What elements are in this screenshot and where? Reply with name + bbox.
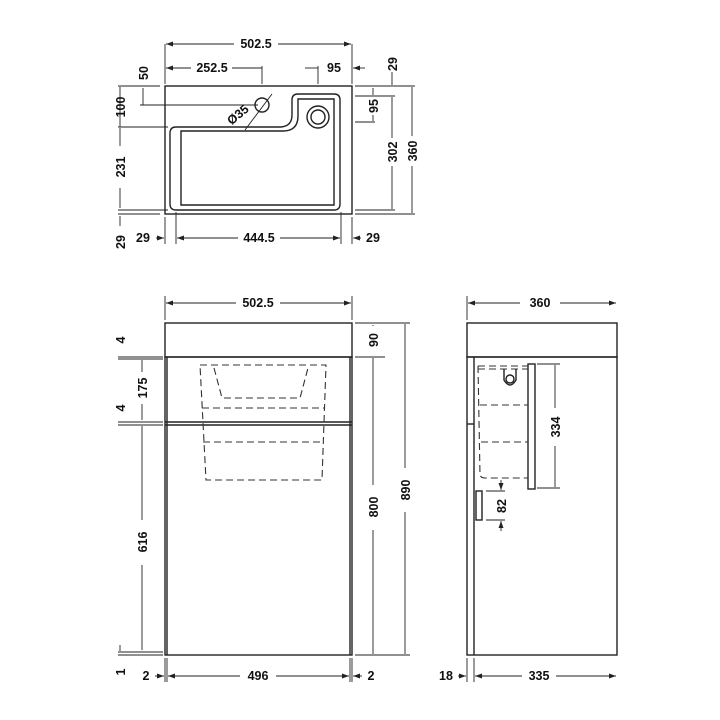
countertop	[164, 322, 353, 358]
dim-drawer-height: 175	[136, 378, 150, 399]
dim-gap-top: 4	[114, 336, 128, 343]
dim-inner-width: 444.5	[243, 231, 274, 245]
drain-icon	[306, 105, 330, 129]
dim-right-rim: 29	[366, 231, 380, 245]
dim-door-width: 496	[248, 669, 269, 683]
dim-side-depth: 360	[530, 296, 551, 310]
dim-top-rim: 29	[386, 57, 400, 71]
dim-body-depth: 335	[529, 669, 550, 683]
dim-front-width: 502.5	[242, 296, 273, 310]
dim-left-upper: 100	[114, 97, 128, 118]
dim-tap-offset: 252.5	[196, 61, 227, 75]
trap-icon	[503, 369, 517, 386]
dim-handle-height: 82	[495, 499, 509, 513]
basin-bowl-inner	[180, 98, 335, 206]
door-handle	[475, 490, 483, 521]
side-view: 360 334 82 18 335	[439, 296, 618, 683]
hidden-basin-side	[477, 365, 528, 479]
dim-gap-middle: 4	[114, 404, 128, 411]
dim-drain-offset-y: 95	[367, 99, 381, 113]
dim-door-height: 616	[136, 532, 150, 553]
basin-bowl-outer	[169, 93, 341, 211]
dim-bottom-rim: 29	[114, 235, 128, 249]
dim-overall-depth: 360	[406, 141, 420, 162]
dim-tap-diameter: Ø35	[224, 102, 251, 128]
top-view: 502.5 252.5 95 50 100 231 29 Ø35 95 29 3…	[114, 37, 420, 249]
dim-body-height: 800	[367, 497, 381, 518]
side-countertop	[466, 322, 618, 358]
drain-inner	[310, 109, 326, 125]
tap-leader	[244, 93, 273, 131]
side-body	[466, 356, 618, 656]
dim-overall-width: 502.5	[240, 37, 271, 51]
dim-side-right: 2	[368, 669, 375, 683]
dim-left-rim: 29	[136, 231, 150, 245]
hidden-basin	[199, 364, 327, 481]
dim-top-thickness: 90	[367, 333, 381, 347]
dim-inner-depth: 302	[386, 142, 400, 163]
dim-door-thickness: 18	[439, 669, 453, 683]
dim-side-left: 2	[143, 669, 150, 683]
dim-overall-height: 890	[399, 480, 413, 501]
basin-side-panel	[527, 363, 536, 490]
dim-basin-height: 334	[549, 417, 563, 438]
dim-basin-depth: 231	[114, 157, 128, 178]
dim-tap-offset-y: 50	[137, 66, 151, 80]
basin-outline	[164, 85, 353, 215]
cabinet-body	[164, 356, 353, 656]
trap-outlet	[505, 374, 515, 384]
front-view: 502.5 4 175 4 616 1 90 800 890 2 496 2	[114, 296, 413, 683]
dimension-line	[213, 367, 309, 399]
dim-gap-bottom: 1	[114, 668, 128, 675]
dim-drain-offset-x: 95	[327, 61, 341, 75]
